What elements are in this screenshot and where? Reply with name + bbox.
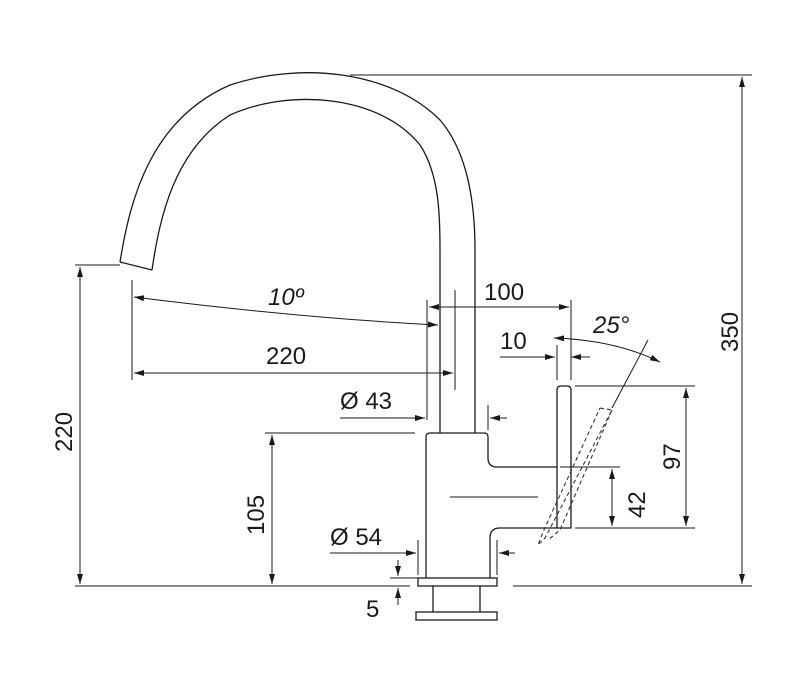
base-bottom-plate	[415, 611, 498, 621]
label-220-horizontal: 220	[266, 343, 306, 370]
label-100: 100	[484, 279, 524, 306]
label-10-degree: 10º	[268, 284, 305, 311]
label-220-vertical: 220	[51, 412, 78, 452]
base-plate	[417, 577, 498, 587]
label-350: 350	[717, 312, 744, 352]
lever-rotated	[537, 407, 613, 546]
extension-lines	[75, 74, 752, 587]
label-10: 10	[500, 328, 527, 355]
faucet-outline	[119, 72, 649, 621]
dim-10-degree-arc	[133, 295, 439, 328]
spout-outer	[119, 72, 476, 433]
label-42: 42	[624, 491, 651, 518]
dimension-lines	[77, 77, 745, 605]
lever	[556, 385, 572, 529]
label-5: 5	[366, 596, 379, 623]
label-diameter-43: Ø 43	[340, 388, 392, 415]
faucet-body	[425, 432, 557, 578]
label-diameter-54: Ø 54	[330, 524, 382, 551]
label-25-degree: 25°	[592, 312, 630, 339]
spout-inner	[151, 98, 441, 433]
label-105: 105	[243, 495, 270, 535]
spout-tip	[119, 261, 153, 271]
dimension-labels: 350 220 105 220 10º 100 10 25° 97 42 Ø 4…	[51, 279, 744, 623]
base-stem	[432, 586, 481, 612]
label-97: 97	[659, 443, 686, 470]
dim-25-degree-arc	[553, 335, 661, 363]
